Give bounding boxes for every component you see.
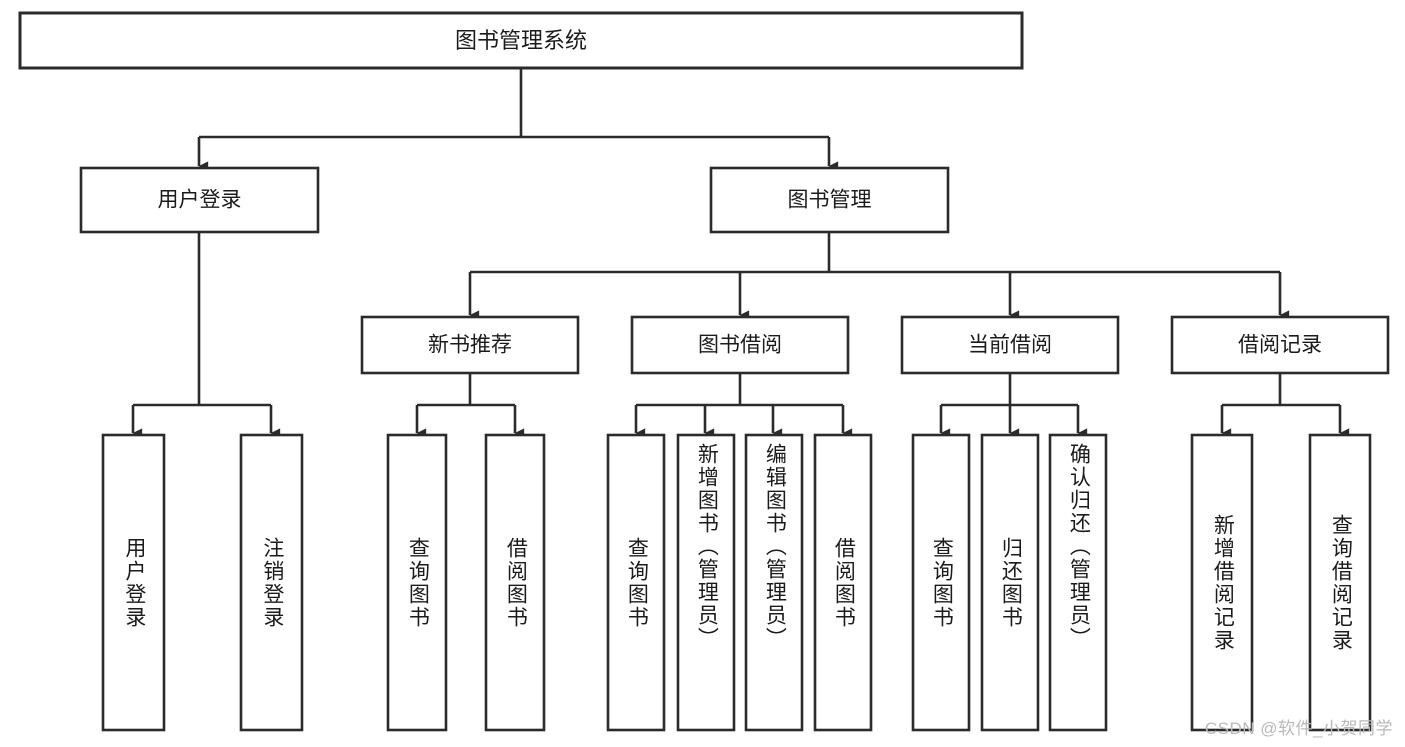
node-current-borrow[interactable]: 当前借阅 bbox=[900, 315, 1120, 375]
leaf-borrow-book-1-box[interactable] bbox=[484, 433, 546, 732]
node-user-login-box[interactable] bbox=[79, 166, 320, 234]
leaf-add-record-box[interactable] bbox=[1190, 433, 1254, 732]
leaf-edit-book-box[interactable] bbox=[744, 433, 804, 732]
leaf-logout-login-box[interactable] bbox=[239, 433, 304, 732]
leaf-boxes-layer bbox=[101, 433, 1372, 732]
node-book-manage-label: 图书管理 bbox=[788, 189, 872, 212]
csdn-watermark: CSDN @软件_小贺同学 bbox=[1204, 719, 1393, 738]
leaf-query-book-2-box[interactable] bbox=[606, 433, 666, 732]
leaf-confirm-return-box[interactable] bbox=[1048, 433, 1108, 732]
node-book-manage-box[interactable] bbox=[709, 166, 950, 234]
node-root-box[interactable] bbox=[18, 11, 1024, 70]
node-user-login[interactable]: 用户登录 bbox=[79, 166, 320, 234]
node-book-borrow[interactable]: 图书借阅 bbox=[630, 315, 850, 375]
node-new-book-recommend-box[interactable] bbox=[360, 315, 580, 375]
node-new-book-recommend-label: 新书推荐 bbox=[428, 334, 512, 357]
node-current-borrow-label: 当前借阅 bbox=[968, 334, 1052, 357]
node-book-borrow-label: 图书借阅 bbox=[698, 334, 782, 357]
node-current-borrow-box[interactable] bbox=[900, 315, 1120, 375]
leaf-return-book-box[interactable] bbox=[980, 433, 1040, 732]
node-root[interactable]: 图书管理系统 bbox=[18, 11, 1024, 70]
node-root-label: 图书管理系统 bbox=[455, 28, 587, 53]
node-borrow-record-label: 借阅记录 bbox=[1238, 334, 1322, 357]
leaf-user-login-box[interactable] bbox=[101, 433, 166, 732]
node-new-book-recommend[interactable]: 新书推荐 bbox=[360, 315, 580, 375]
node-borrow-record[interactable]: 借阅记录 bbox=[1170, 315, 1390, 375]
edges-layer bbox=[131, 68, 1350, 438]
leaf-add-book-box[interactable] bbox=[676, 433, 736, 732]
leaf-query-book-3-box[interactable] bbox=[911, 433, 971, 732]
node-book-manage[interactable]: 图书管理 bbox=[709, 166, 950, 234]
leaf-query-record-box[interactable] bbox=[1308, 433, 1372, 732]
leaf-borrow-book-2-box[interactable] bbox=[813, 433, 873, 732]
leaf-query-book-1-box[interactable] bbox=[386, 433, 448, 732]
node-book-borrow-box[interactable] bbox=[630, 315, 850, 375]
node-user-login-label: 用户登录 bbox=[158, 189, 242, 212]
node-borrow-record-box[interactable] bbox=[1170, 315, 1390, 375]
